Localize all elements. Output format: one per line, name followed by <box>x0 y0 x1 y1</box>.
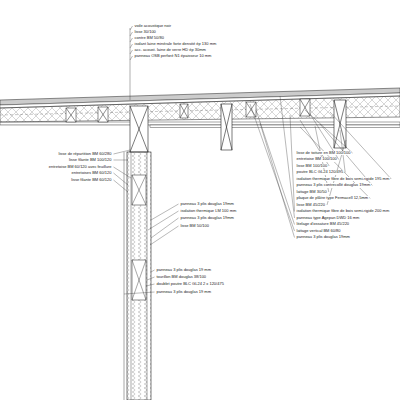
part-label: panneau 3 plis douglas 19mm <box>296 235 350 240</box>
part-label: entretoise BM 100/100 <box>296 157 337 162</box>
leader-line <box>130 44 133 48</box>
rafter-sections <box>66 99 310 122</box>
leader-line <box>114 160 129 161</box>
leader-line <box>130 50 133 54</box>
part-label: lisse BM 100/100 <box>296 164 328 169</box>
leader-line <box>151 270 155 272</box>
leader-line <box>114 173 129 185</box>
part-label: panneau 3 plis douglas 19mm <box>180 202 234 207</box>
leader-line <box>330 112 391 179</box>
part-label: entretoises BM 60/120 <box>71 171 112 176</box>
ceiling-panel <box>150 125 400 128</box>
part-label: lisse de toiture en BM 100/100 <box>296 151 351 156</box>
part-label: panneau 3 plis douglas 19 mm <box>156 268 211 273</box>
part-label: panneau 3 plis douglas 19mm <box>180 216 234 221</box>
part-label: panneau type Agepan DWD 16 mm <box>296 216 360 221</box>
leader-line <box>151 204 179 220</box>
part-label: litelage d'ossature BM 45/220 <box>296 222 350 227</box>
part-label: lisse filante BM 100/120 <box>69 158 112 163</box>
leader-line <box>148 211 179 230</box>
leader-line <box>124 292 155 294</box>
leader-line <box>130 26 133 30</box>
part-label: lisse de répartition BM 60/280 <box>58 152 112 157</box>
part-label: lisse 30/100 <box>134 30 156 35</box>
part-label: isolant laine minérale forte densité ép … <box>134 42 217 47</box>
leader-line <box>130 56 133 60</box>
leader-line <box>256 110 295 225</box>
part-label: doublet poutre BLC GL24 2 x 120/475 <box>156 282 224 287</box>
part-label: poutre BLC GL24 120/495 <box>296 170 344 175</box>
part-label: lisse BM 45/220 <box>296 203 325 208</box>
leader-line <box>150 226 179 245</box>
part-label: voile acoustique noir <box>134 24 171 29</box>
wall <box>124 152 151 400</box>
leader-line <box>260 123 295 238</box>
part-label: panneau 3 plis contrecollé douglas 19mm <box>296 183 371 188</box>
part-label: isolation thermique fibre de bois semi-r… <box>296 209 390 214</box>
part-label: panneau OSB perforé N1 épaisseur 10 mm <box>134 54 212 59</box>
part-label: lattage BM 30/50 <box>296 190 327 195</box>
leader-line <box>305 110 353 153</box>
leader-line <box>280 96 295 218</box>
part-label: tourillon BM douglas 38/100 <box>156 275 207 280</box>
leader-line <box>146 284 155 286</box>
part-label: acc. acoust. laine de verre HD ép 30mm <box>134 48 206 53</box>
leader-line <box>114 150 131 154</box>
leader-line <box>147 277 155 280</box>
part-label: panneau 3 plis douglas 19 mm <box>156 290 211 295</box>
leader-line <box>114 167 132 178</box>
part-label: plaque de plâtre type Fermacell 12,5mm <box>296 196 369 201</box>
leader-line <box>130 32 133 36</box>
leader-line <box>130 28 131 100</box>
part-label: isolation thermique fibre de bois semi-r… <box>296 177 390 182</box>
leader-line <box>290 115 295 212</box>
part-label: isolation thermique LM 100 mm <box>180 209 237 214</box>
part-label: lisse filante BM 60/120 <box>71 178 112 183</box>
part-label: lattage vertical BM 60/80 <box>296 229 341 234</box>
leader-line <box>130 38 133 42</box>
leader-line <box>114 180 129 192</box>
part-label: contre BM 50/80 <box>134 36 164 41</box>
main-beams <box>130 100 346 152</box>
part-label: lisse BM 50/100 <box>180 224 209 229</box>
leader-line <box>250 104 295 231</box>
part-label: entretoise BM 60/120 avec feuillure <box>48 165 112 170</box>
